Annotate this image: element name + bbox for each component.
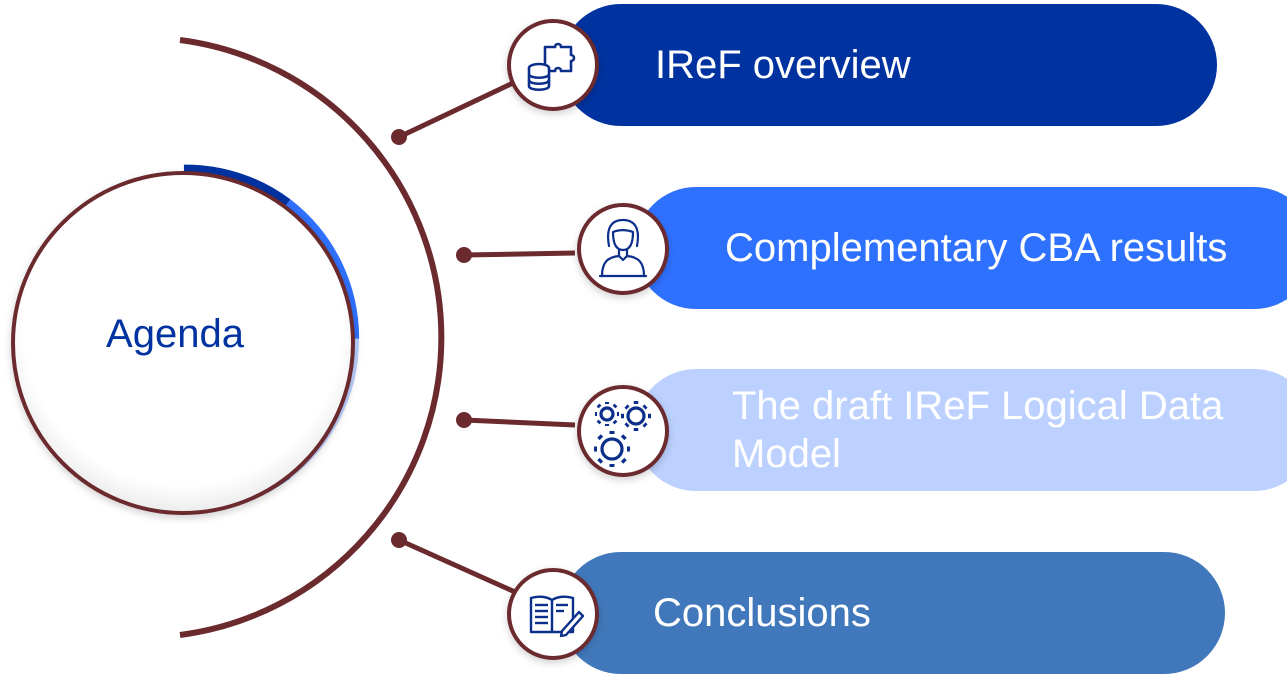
agenda-item-1[interactable]: IReF overview xyxy=(560,4,1217,126)
pill-bg-2 xyxy=(635,187,1287,309)
person-icon xyxy=(598,218,648,278)
agenda-item-4[interactable]: Conclusions xyxy=(560,552,1225,674)
gears-icon xyxy=(594,401,651,467)
agenda-item-3-label: The draft IReF Logical Data Model xyxy=(732,384,1224,476)
agenda-title: Agenda xyxy=(106,312,244,356)
connector-line-3 xyxy=(463,417,576,428)
open-book-pencil-icon xyxy=(529,595,585,638)
database-puzzle-icon xyxy=(527,42,576,92)
connector-line-1 xyxy=(397,79,517,140)
junction-dot-2 xyxy=(456,247,472,263)
agenda-item-4-label: Conclusions xyxy=(653,591,871,635)
main-arc xyxy=(179,37,445,638)
junction-dot-1 xyxy=(391,129,407,145)
connector-line-2 xyxy=(463,250,576,258)
agenda-item-2-label: Complementary CBA results xyxy=(725,226,1228,270)
pill-bg-1 xyxy=(560,4,1217,126)
agenda-item-3[interactable]: The draft IReF Logical Data Model xyxy=(635,369,1287,491)
agenda-item-2[interactable]: Complementary CBA results xyxy=(635,187,1287,309)
pill-bg-4 xyxy=(560,552,1225,674)
junction-dot-4 xyxy=(391,532,407,548)
center-disc xyxy=(11,171,355,515)
pill-bg-3 xyxy=(635,369,1287,491)
agenda-item-1-label: IReF overview xyxy=(655,43,911,87)
connector-line-4 xyxy=(397,537,517,595)
junction-dot-3 xyxy=(456,412,472,428)
